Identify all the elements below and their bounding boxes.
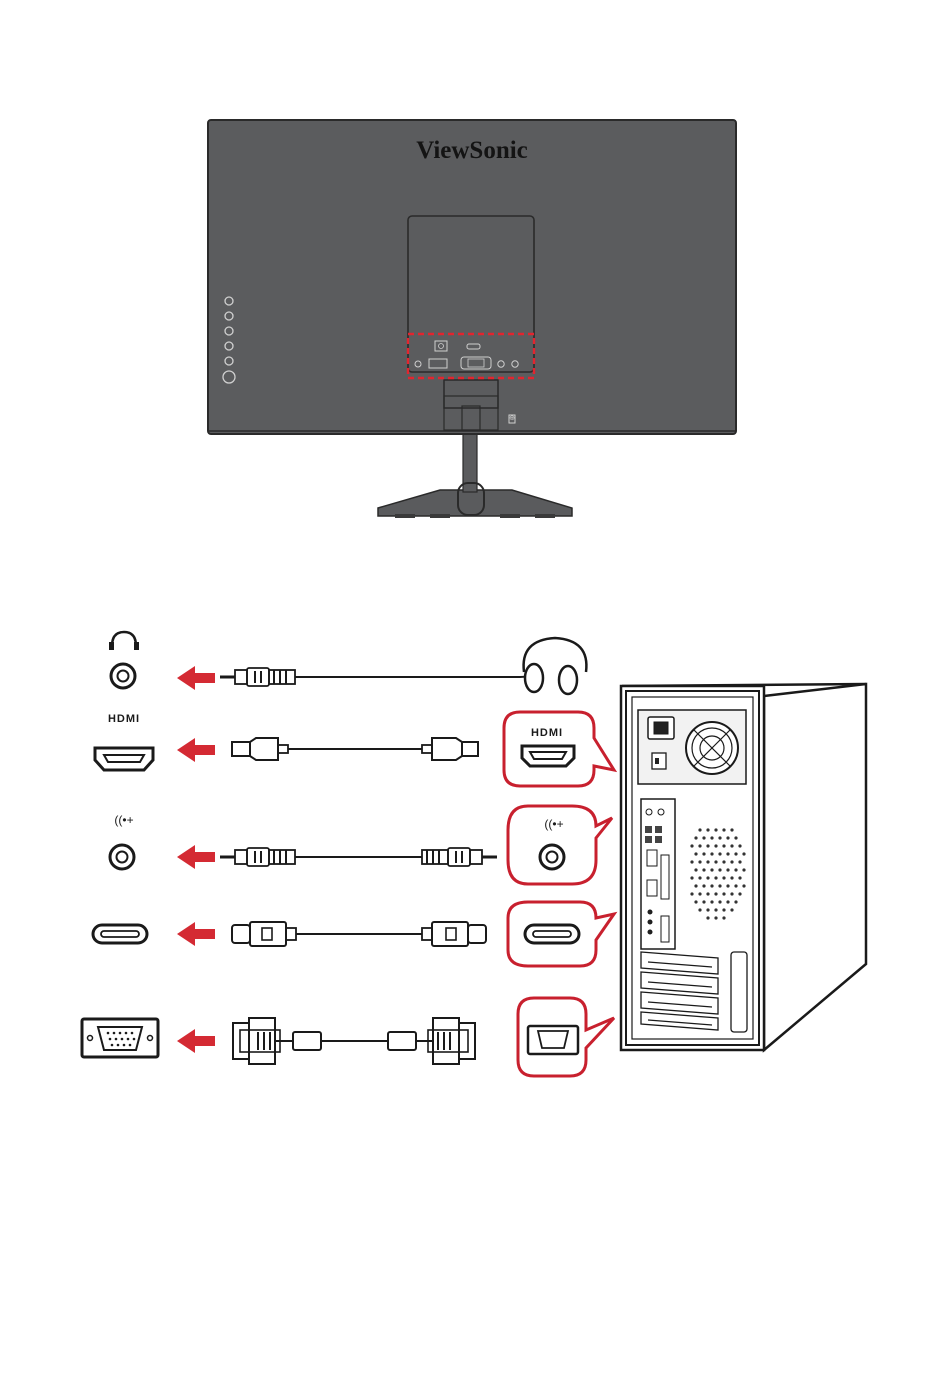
audio-in-jack[interactable] (110, 845, 134, 869)
pc-hdmi-label: HDMI (531, 727, 563, 739)
brand-logo: ViewSonic (416, 137, 528, 164)
audio-in-icon: ((•+ (114, 813, 133, 827)
headphones-icon (524, 638, 587, 694)
io-panel (641, 799, 675, 949)
vga-cable (233, 1018, 475, 1064)
stand-base (378, 490, 572, 516)
arrow-left-icon (177, 922, 215, 946)
pc-port-callouts: HDMI ((•+ (504, 712, 614, 1076)
headphones-icon (112, 632, 136, 646)
vga-port-icon[interactable] (82, 1019, 158, 1057)
pc-tower (621, 684, 866, 1050)
arrow-left-icon (177, 845, 215, 869)
lock-icon: ⊕ (509, 415, 515, 422)
headphone-jack[interactable] (111, 664, 135, 688)
audio-cable (220, 848, 497, 866)
arrow-left-icon (177, 738, 215, 762)
hdmi-cable (232, 738, 478, 760)
arrow-left-icon (177, 666, 215, 690)
monitor-port-icons: HDMI ((•+ (82, 632, 158, 1057)
pc-side-panel (764, 684, 866, 1050)
hdmi-label: HDMI (108, 713, 140, 725)
usb-c-cable (232, 922, 486, 946)
hdmi-port-icon[interactable] (95, 748, 153, 770)
direction-arrows (177, 666, 215, 1053)
arrow-left-icon (177, 1029, 215, 1053)
monitor-rear: ViewSonic ⊕ (208, 120, 736, 518)
audio-in-icon: ((•+ (544, 817, 563, 831)
headphone-cable (220, 665, 535, 686)
